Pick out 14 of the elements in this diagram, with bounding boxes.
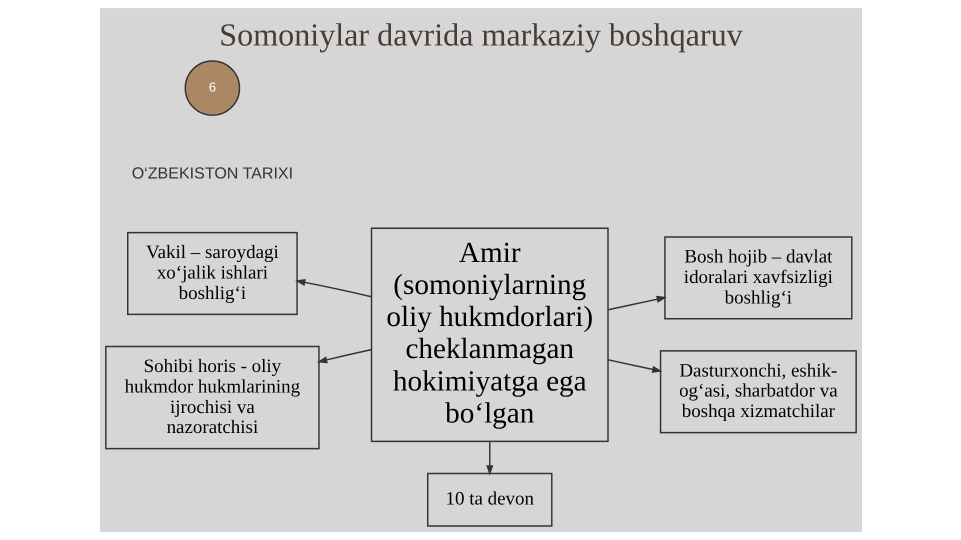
diagram-title: Somoniylar davrida markaziy boshqaruv: [218, 16, 742, 52]
arrow: [294, 278, 372, 298]
label: 6: [208, 79, 216, 94]
arrow: [607, 296, 666, 310]
node-box: Bosh hojib – davlat idoralari xavfsizligi boshlig‘i: [664, 236, 852, 320]
arrow: [486, 441, 493, 476]
node-box: Sohibi horis - oliy hukmdor hukmlarining ijrochisi va nazoratchisi: [104, 346, 320, 450]
node-box: 10 ta devon: [426, 472, 552, 527]
arrow: [607, 359, 662, 373]
node-box: Vakil – saroydagi xo‘jalik ishlari boshlig‘i: [126, 232, 298, 316]
label: O‘ZBEKISTON TARIXI: [131, 164, 293, 182]
node-box: Amir (somoniylarning oliy hukmdorlari) cheklanmagan hokimiyatga ega bo‘lgan: [370, 228, 608, 442]
node-box: Dasturxonchi, eshik-og‘asi, sharbatdor va boshqa xizmatchilar: [659, 350, 856, 434]
arrow: [316, 348, 372, 364]
